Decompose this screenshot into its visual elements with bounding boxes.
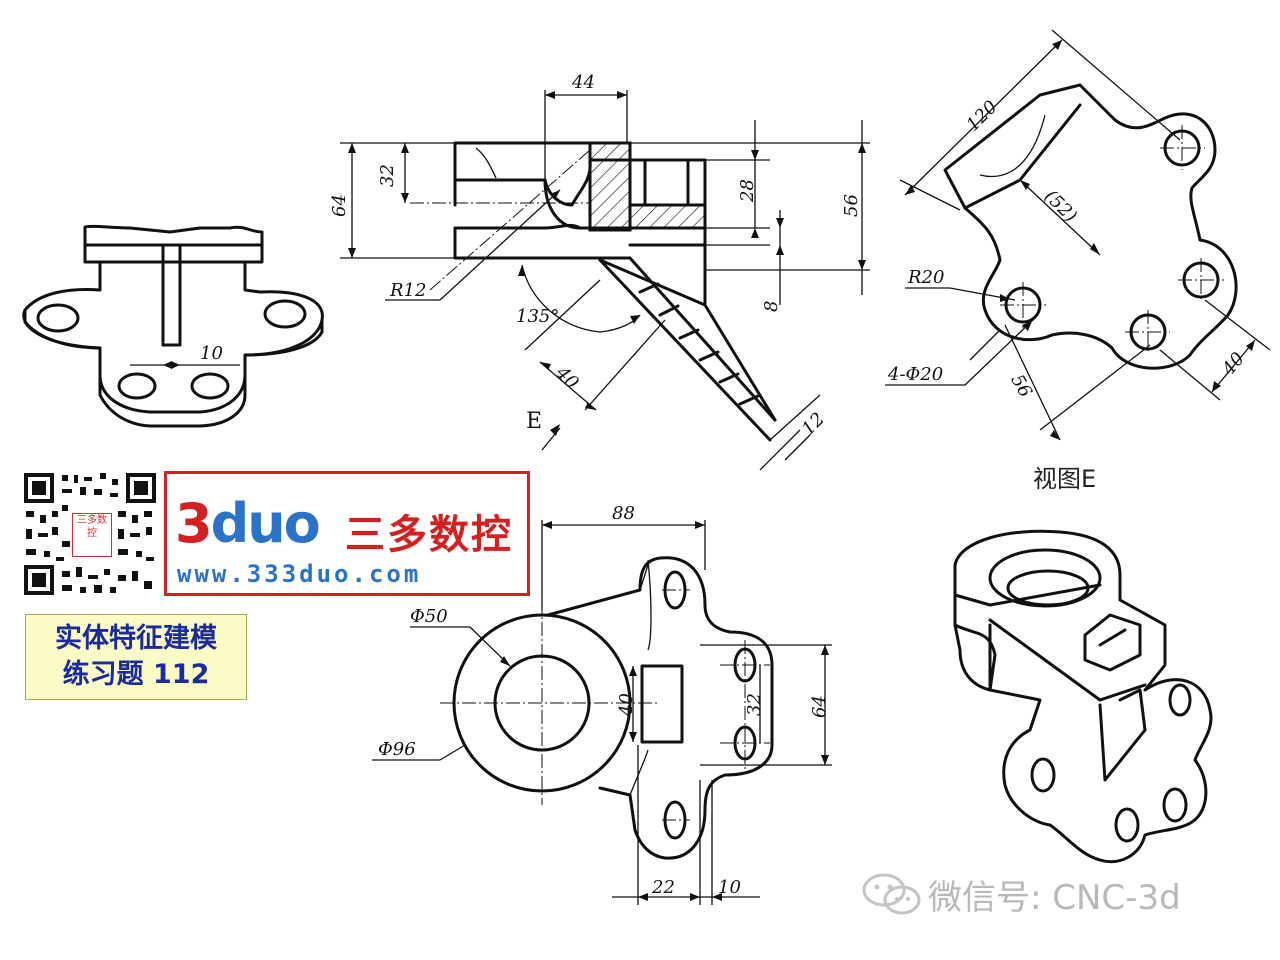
front-section-view: 44 64 32 28 8 56 R12 bbox=[329, 72, 870, 471]
dim-40-top: 40 bbox=[616, 693, 637, 717]
dim-4-holes: 4-Φ20 bbox=[887, 364, 943, 385]
wechat-icon bbox=[862, 873, 921, 915]
iso-view-right bbox=[953, 529, 1213, 864]
watermark-text: 微信号: CNC-3d bbox=[928, 878, 1181, 918]
exercise-title: 实体特征建模 bbox=[55, 623, 217, 654]
dim-56-aux: 56 bbox=[1006, 371, 1036, 401]
dim-12: 12 bbox=[798, 409, 829, 440]
dim-32: 32 bbox=[377, 164, 398, 187]
qr-code[interactable]: 三多数控 bbox=[22, 471, 158, 597]
dim-28: 28 bbox=[737, 179, 758, 203]
iso-view-left: 10 bbox=[22, 224, 324, 428]
dim-phi50: Φ50 bbox=[410, 606, 448, 627]
brand-url[interactable]: www.333duo.com bbox=[177, 560, 422, 588]
brand-logo-panel[interactable]: 3duo 三多数控 www.333duo.com bbox=[164, 471, 530, 596]
exercise-title-panel: 实体特征建模 练习题 112 bbox=[25, 614, 247, 700]
dim-64-top: 64 bbox=[809, 695, 830, 718]
dim-52: (52) bbox=[1040, 186, 1081, 227]
iso-dim-10: 10 bbox=[200, 343, 223, 364]
view-e-arrow-label: E bbox=[526, 409, 542, 434]
dim-56: 56 bbox=[841, 194, 862, 217]
dim-r20: R20 bbox=[907, 267, 944, 288]
dim-32-top: 32 bbox=[744, 693, 765, 716]
dim-phi96: Φ96 bbox=[378, 739, 416, 760]
view-e-caption: 视图E bbox=[1033, 465, 1096, 493]
dim-r12: R12 bbox=[389, 280, 426, 301]
dim-10-top: 10 bbox=[718, 877, 741, 898]
top-view: 88 Φ50 Φ96 40 32 64 22 10 bbox=[372, 503, 832, 905]
dim-44: 44 bbox=[571, 72, 595, 93]
qr-center-label: 三多数控 bbox=[72, 513, 112, 557]
dim-22: 22 bbox=[651, 877, 675, 898]
dim-8: 8 bbox=[761, 301, 782, 312]
logo-mark-word: duo bbox=[210, 492, 321, 555]
aux-view-e: 120 (52) R20 4-Φ20 56 40 视图E bbox=[885, 29, 1271, 493]
dim-40-rib: 40 bbox=[551, 362, 583, 394]
brand-logo-mark: 3duo bbox=[175, 492, 321, 555]
dim-135: 135° bbox=[516, 306, 559, 327]
exercise-number: 练习题 112 bbox=[62, 659, 210, 690]
dim-64: 64 bbox=[329, 194, 350, 217]
logo-mark-digit: 3 bbox=[175, 492, 213, 555]
dim-88: 88 bbox=[612, 503, 635, 524]
brand-name-chinese: 三多数控 bbox=[345, 512, 513, 558]
